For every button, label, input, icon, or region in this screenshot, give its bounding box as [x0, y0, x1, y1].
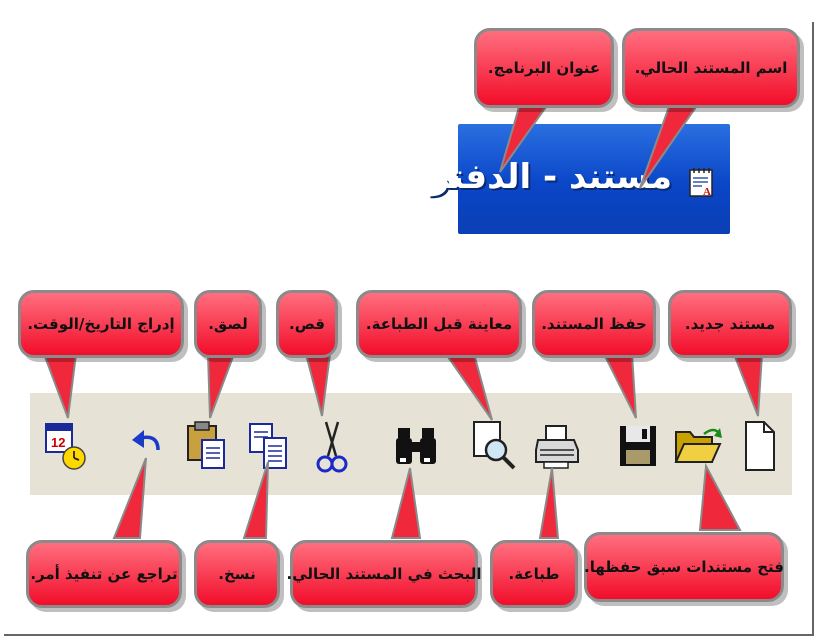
save-floppy-icon[interactable]: [618, 424, 658, 468]
callout-undo: تراجع عن تنفيذ أمر.: [26, 540, 182, 608]
callout-new-document: مستند جديد.: [668, 290, 792, 358]
callout-current-document-name: اسم المستند الحالي.: [622, 28, 800, 108]
open-folder-icon[interactable]: [674, 424, 724, 466]
new-document-icon[interactable]: [744, 420, 776, 472]
callout-print: طباعة.: [490, 540, 578, 608]
callout-paste: لصق.: [194, 290, 262, 358]
notepad-icon: A: [689, 168, 713, 198]
insert-datetime-icon[interactable]: 12: [44, 420, 88, 472]
image-frame: [4, 22, 814, 636]
undo-icon[interactable]: [130, 428, 168, 464]
window-titlebar[interactable]: مستند - الدفتر A: [430, 124, 730, 234]
callout-program-title: عنوان البرنامج.: [474, 28, 614, 108]
callout-cut: قص.: [276, 290, 338, 358]
callout-save-document: حفظ المستند.: [532, 290, 656, 358]
callout-print-preview: معاينة قبل الطباعة.: [356, 290, 522, 358]
callout-insert-datetime: إدراج التاريخ/الوقت.: [18, 290, 184, 358]
callout-open-saved: فتح مستندات سبق حفظها.: [584, 532, 784, 602]
svg-text:A: A: [703, 186, 711, 198]
scissors-icon[interactable]: [316, 420, 348, 476]
svg-text:12: 12: [51, 435, 65, 450]
copy-icon[interactable]: [248, 422, 290, 472]
printer-icon[interactable]: [534, 424, 580, 472]
binoculars-icon[interactable]: [394, 424, 438, 470]
callout-find: البحث في المستند الحالي.: [287, 540, 481, 608]
print-preview-icon[interactable]: [472, 420, 518, 476]
paste-icon[interactable]: [186, 420, 228, 472]
callout-copy: نسخ.: [194, 540, 280, 608]
window-title: مستند - الدفتر: [429, 157, 672, 197]
